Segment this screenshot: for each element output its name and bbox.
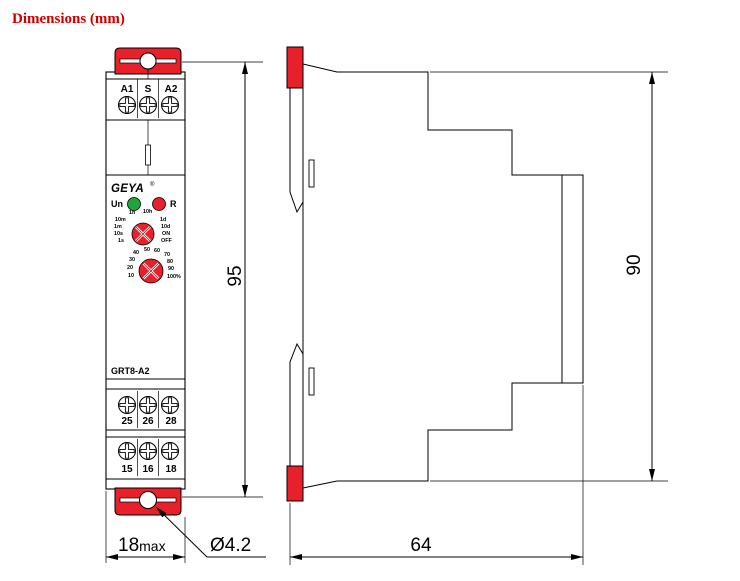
terminal-screw (161, 96, 179, 114)
hole-leader-line (155, 506, 208, 558)
dial-label: 100% (167, 274, 181, 280)
dial-label: 40 (133, 250, 139, 256)
bottom-mounting-hole (139, 491, 157, 509)
dimension-hole-diameter: Ø4.2 (210, 535, 251, 556)
dial-label: 10h (143, 209, 152, 215)
dimension-width: 18max (118, 535, 166, 556)
terminal-label-a2: A2 (165, 84, 178, 95)
dial-label: 80 (167, 259, 173, 265)
dial-label: 20 (127, 265, 133, 271)
dial-label: 1s (118, 238, 124, 244)
dial-label: 90 (168, 266, 174, 272)
latch-slot-top (308, 159, 315, 188)
dial-label: 10d (161, 224, 170, 230)
side-dimensions: 90 64 (289, 71, 668, 565)
power-led-green (127, 197, 141, 211)
brand-registered-mark: ® (150, 181, 155, 188)
latch-slot-bottom (308, 367, 315, 396)
terminal-label-28: 28 (165, 416, 177, 427)
dial-label: 1d (160, 217, 166, 223)
model-label: GRT8-A2 (111, 366, 150, 376)
dial-label: 10s (114, 231, 123, 237)
front-view: A1 S A2 GEYA ® Un R 1h 10h 10m 1d 1m 10d… (105, 47, 186, 516)
terminal-screw (161, 396, 179, 414)
terminal-screw (139, 96, 157, 114)
terminal-screw (118, 96, 136, 114)
brand-logo: GEYA (111, 183, 144, 195)
percent-dial: 40 50 60 70 30 80 20 90 10 100% (127, 247, 181, 284)
terminal-label-16: 16 (142, 464, 154, 475)
dial-label: 50 (144, 247, 150, 253)
terminal-screw (118, 442, 136, 460)
dial-label: 70 (164, 252, 170, 258)
dimension-height-front: 95 (225, 265, 246, 286)
rail-hook-bottom (289, 342, 304, 466)
dial-label: 10m (115, 217, 126, 223)
dial-label: 1m (114, 224, 122, 230)
dial-label: OFF (161, 238, 172, 244)
top-rail-clip (286, 46, 304, 89)
terminal-label-25: 25 (121, 416, 133, 427)
page-title: Dimensions (mm) (12, 11, 125, 27)
dimension-depth: 64 (410, 535, 432, 556)
terminal-label-18: 18 (165, 464, 177, 475)
bottom-rail-clip (286, 465, 304, 502)
side-view (286, 46, 584, 502)
relay-led-red (152, 197, 166, 211)
dial-label: 1h (129, 210, 135, 216)
terminal-screw (161, 442, 179, 460)
knob-slot-outline (135, 226, 151, 242)
knob-slot-outline (143, 263, 159, 279)
terminal-label-15: 15 (121, 464, 133, 475)
terminal-label-s: S (145, 84, 152, 95)
housing-profile (302, 63, 584, 489)
dimension-height-side: 90 (624, 254, 645, 275)
terminal-label-26: 26 (142, 416, 154, 427)
led-label-un: Un (111, 199, 123, 209)
top-mounting-hole (139, 52, 157, 70)
terminal-screw (139, 442, 157, 460)
front-dimensions: 95 18max Ø4.2 (105, 61, 266, 563)
terminal-screw (139, 396, 157, 414)
dial-label: 30 (129, 257, 135, 263)
time-range-dial: 1h 10h 10m 1d 1m 10d 10s ON 1s OFF (114, 209, 172, 246)
terminal-label-a1: A1 (121, 84, 134, 95)
dimension-width-suffix: max (139, 538, 165, 554)
dimension-width-value: 18 (118, 535, 139, 556)
led-label-r: R (170, 199, 177, 209)
window-element (145, 144, 151, 166)
dial-label: ON (162, 231, 170, 237)
dial-label: 60 (154, 248, 160, 254)
terminal-screw (118, 396, 136, 414)
dial-label: 10 (128, 273, 134, 279)
rail-hook-top (289, 88, 304, 214)
